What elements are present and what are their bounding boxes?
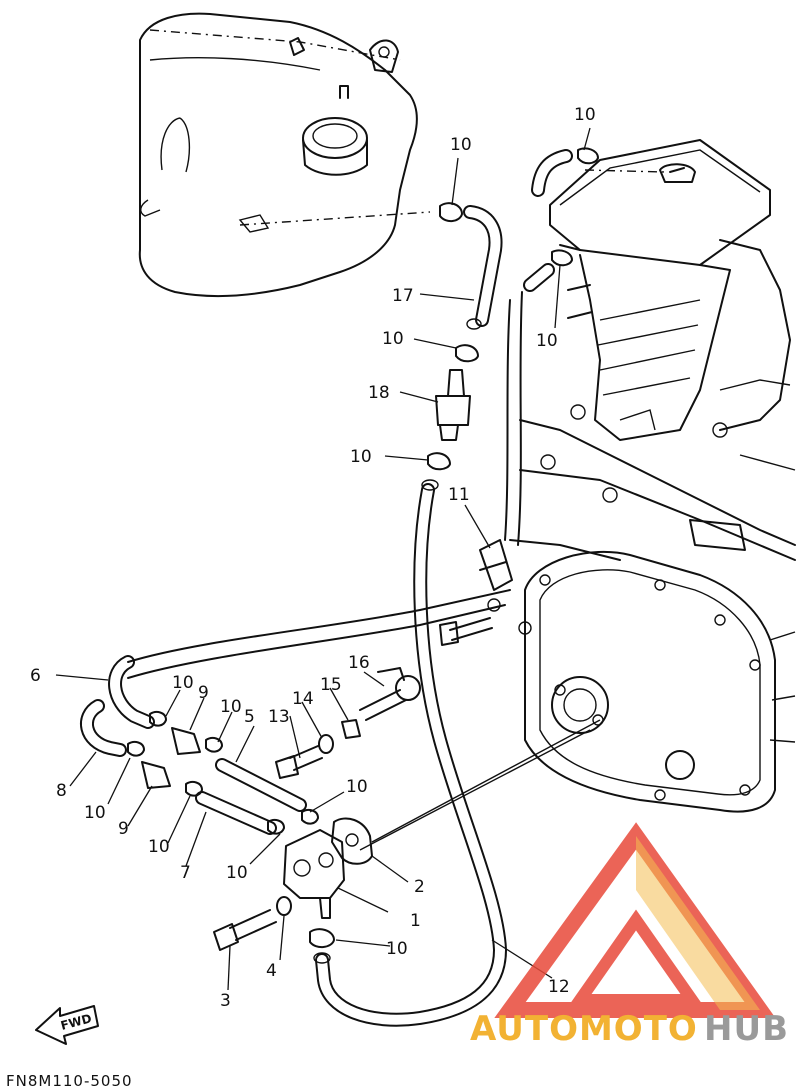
callout-7: 7 <box>180 863 191 883</box>
callout-4: 4 <box>266 961 277 981</box>
callout-1: 1 <box>410 911 421 931</box>
callout-10-tank: 10 <box>450 135 472 155</box>
callout-9-lower: 9 <box>118 819 129 839</box>
fwd-arrow-icon: FWD <box>35 1005 99 1045</box>
callout-17: 17 <box>392 286 414 306</box>
callout-18: 18 <box>368 383 390 403</box>
small-parts <box>127 147 685 951</box>
callout-9-upper: 9 <box>198 683 209 703</box>
watermark-text-primary: AUTOMOTO <box>470 1009 698 1049</box>
callout-10-b: 10 <box>350 447 372 467</box>
callout-10-head: 10 <box>574 105 596 125</box>
callout-10-head-lower: 10 <box>536 331 558 351</box>
callout-10-h: 10 <box>346 777 368 797</box>
callout-2: 2 <box>414 877 425 897</box>
callout-10-f: 10 <box>148 837 170 857</box>
callout-10-c: 10 <box>172 673 194 693</box>
callout-13: 13 <box>268 707 290 727</box>
callout-5: 5 <box>244 707 255 727</box>
leader-lines <box>55 127 601 991</box>
oil-tank <box>138 12 431 297</box>
callout-12: 12 <box>548 977 570 997</box>
watermark-text-secondary: HUB <box>704 1009 789 1049</box>
callout-11: 11 <box>448 485 470 505</box>
engine-assembly <box>509 139 796 813</box>
callout-10-a: 10 <box>382 329 404 349</box>
callout-16: 16 <box>348 653 370 673</box>
callout-15: 15 <box>320 675 342 695</box>
callout-10-g: 10 <box>226 863 248 883</box>
callout-10-i: 10 <box>386 939 408 959</box>
callout-6: 6 <box>30 666 41 686</box>
callout-3: 3 <box>220 991 231 1011</box>
logo-triangle-inner <box>568 909 704 1006</box>
watermark-logo <box>494 822 776 1018</box>
callout-10-d: 10 <box>220 697 242 717</box>
callout-14: 14 <box>292 689 314 709</box>
callout-8: 8 <box>56 781 67 801</box>
callout-numbers: 1 2 3 4 5 6 7 8 9 9 10 10 10 10 10 10 10… <box>30 105 596 1011</box>
logo-triangle-shade <box>636 836 760 1010</box>
diagram-code: FN8M110-5050 <box>6 1072 133 1090</box>
callout-10-e: 10 <box>84 803 106 823</box>
hoses <box>80 149 573 1027</box>
logo-triangle-outer <box>494 822 776 1018</box>
